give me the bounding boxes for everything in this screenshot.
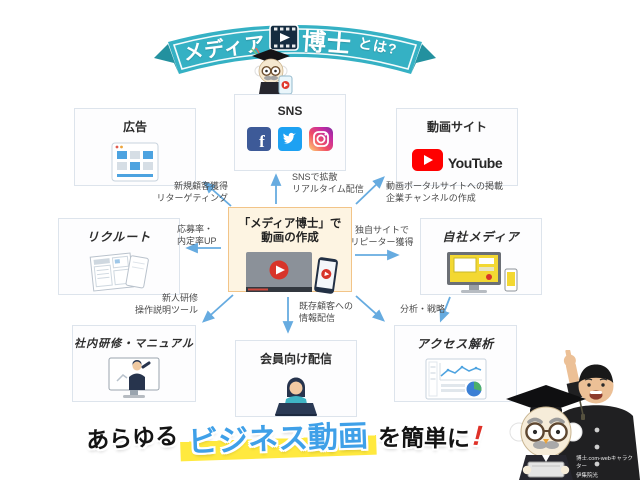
node-sns: SNS f [234,94,346,171]
node-recruit-title: リクルート [86,230,152,244]
footer-highlight: ビジネス動画 [179,410,378,462]
edge-label-to-ad-line1: 新規顧客獲得 [173,181,228,191]
node-own-media: 自社メディア [420,218,542,295]
character-credit: 博士.com-webキャラクター 伊集院光 [576,455,638,480]
node-access-analytics: アクセス解析 [394,325,517,402]
documents-icon [86,251,152,298]
edge-label-to-video-site: 動画ポータルサイトへの掲載 企業チャンネルの作成 [386,180,503,204]
edge-label-to-recruit-line1: 応募率・ [177,224,214,234]
edge-label-to-recruit-line2: 内定率UP [177,236,217,246]
edge-label-to-own-media: 独自サイトで リピーター獲得 [344,224,420,248]
edge-label-to-recruit: 応募率・ 内定率UP [177,223,217,247]
svg-text:f: f [259,132,265,151]
edge-label-to-ad: 新規顧客獲得 リターゲティング [118,180,228,204]
character-credit-line2: 伊集院光 [576,472,599,479]
edge-label-to-analytics-text: 分析・戦略 [400,304,446,314]
header-title-hakase: 博士 [300,28,353,59]
node-recruit: リクルート [58,218,180,295]
node-internal-training-title: 社内研修・マニュアル [74,337,194,350]
browser-ad-icon [106,141,164,188]
node-own-media-title: 自社メディア [442,230,520,244]
edge-label-to-ad-line2: リターゲティング [156,193,228,203]
footer-suffix: を簡単に [378,424,471,452]
mascot-owl-professor-small [243,46,299,99]
edge-label-to-training-line1: 新人研修 [161,293,198,303]
edge-label-to-own-media-line1: 独自サイトで [354,225,409,235]
node-sns-title: SNS [277,104,303,118]
edge-label-to-analytics: 分析・戦略 [400,303,445,315]
header-ribbon: メディア 博士 とは? [150,8,440,86]
center-hub-line2: 動画の作成 [261,232,319,244]
center-hub-line1: 「メディア博士」で [238,218,342,230]
twitter-icon [278,127,302,156]
youtube-logo: YouTube [411,149,503,176]
mascot-owl-professor-large [500,384,592,480]
film-play-icon [269,24,299,56]
character-credit-line1: 博士.com-webキャラクター [576,456,633,471]
analytics-chart-icon [424,358,488,405]
facebook-icon: f [247,127,271,156]
edge-label-to-sns: SNSで拡散 リアルタイム配信 [292,171,364,195]
youtube-wordmark: YouTube [447,154,503,171]
node-advertising-title: 広告 [122,120,147,134]
edge-label-to-member-line2: 情報配信 [299,313,336,323]
video-player-icon [238,250,342,301]
node-center-hub: 「メディア博士」で 動画の作成 [228,207,352,294]
footer-exclamation: ! [472,419,484,452]
training-monitor-icon [103,357,165,406]
edge-label-to-video-site-line1: 動画ポータルサイトへの掲載 [386,181,504,191]
edge-label-to-sns-line1: SNSで拡散 [292,172,338,182]
node-member-streaming: 会員向け配信 [235,340,357,417]
edge-label-to-video-site-line2: 企業チャンネルの作成 [386,193,476,203]
edge-label-to-training: 新人研修 操作説明ツール [108,292,198,316]
edge-label-to-own-media-line2: リピーター獲得 [350,237,414,247]
footer-headline: あらゆる ビジネス動画 を簡単に ! [62,407,507,465]
node-advertising: 広告 [74,108,196,186]
edge-label-to-member-line1: 既存顧客への [299,301,354,311]
node-video-site-title: 動画サイト [426,120,487,134]
node-internal-training: 社内研修・マニュアル [72,325,196,402]
node-access-analytics-title: アクセス解析 [416,337,495,351]
node-video-site: 動画サイト YouTube [396,108,518,186]
instagram-icon [309,127,333,156]
desktop-site-icon [443,251,519,300]
edge-label-to-training-line2: 操作説明ツール [134,305,198,315]
edge-label-to-member: 既存顧客への 情報配信 [299,300,353,324]
node-member-streaming-title: 会員向け配信 [259,352,332,366]
edge-label-to-sns-line2: リアルタイム配信 [292,184,364,194]
youtube-play-icon [411,149,443,176]
footer-prefix: あらゆる [85,422,180,454]
